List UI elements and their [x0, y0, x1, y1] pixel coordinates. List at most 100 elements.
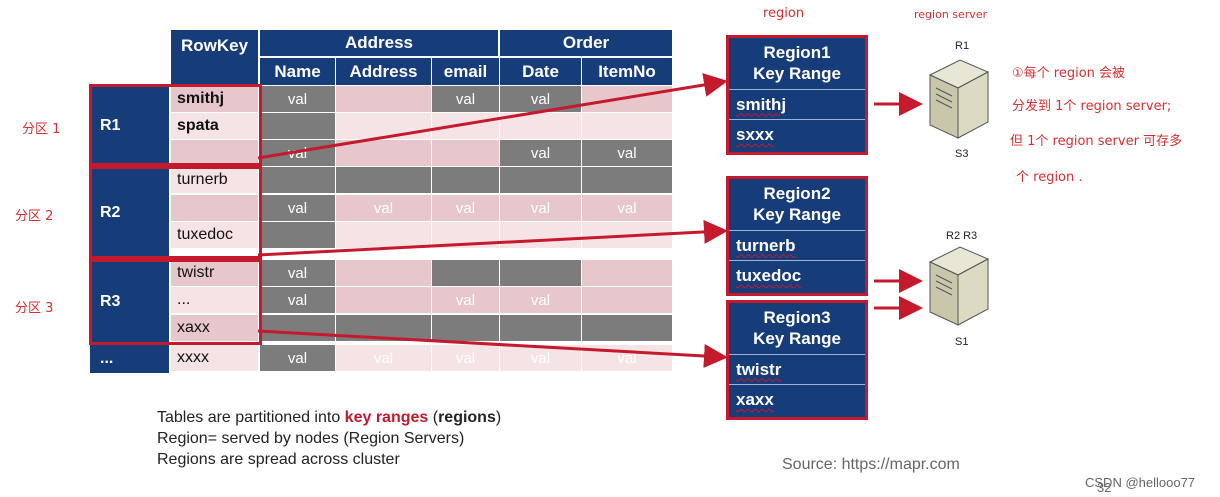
- table-cell: [582, 260, 672, 286]
- r3-highlight-box: [89, 259, 262, 345]
- table-cell: [260, 315, 335, 341]
- table-cell: val: [500, 195, 581, 221]
- csdn-watermark: CSDN @hellooo77: [1085, 475, 1196, 490]
- table-cell: val: [582, 140, 672, 166]
- region-label-r3: R3: [90, 260, 169, 344]
- caption-line-3: Regions are spread across cluster: [157, 451, 400, 468]
- page-number: 32: [1097, 480, 1112, 495]
- table-cell: [260, 167, 335, 193]
- table-cell: [432, 315, 499, 341]
- table-cell: [432, 113, 499, 139]
- region-label-r1: R1: [90, 86, 169, 166]
- table-cell: val: [260, 86, 335, 112]
- source-attribution: Source: https://mapr.com: [782, 456, 960, 473]
- server1-top-label: R1: [955, 40, 970, 52]
- note-line-2: 分发到 1个 region server;: [1012, 99, 1172, 114]
- table-cell: [336, 167, 431, 193]
- rowkey-cell: twistr: [171, 260, 258, 286]
- r2-highlight-box: [89, 166, 262, 259]
- arrow-r1-to-region1: [257, 73, 728, 160]
- column-header-0: Name: [260, 58, 335, 85]
- rowkey-cell: smithj: [171, 86, 258, 112]
- table-cell: [336, 140, 431, 166]
- r1-highlight-box: [89, 84, 262, 166]
- note-line-3: 但 1个 region server 可存多: [1010, 134, 1183, 149]
- table-cell: [500, 167, 581, 193]
- table-cell: val: [260, 287, 335, 313]
- rowkey-cell: ...: [171, 287, 258, 313]
- region-server-handwritten-label: region server: [914, 8, 988, 21]
- table-cell: [260, 222, 335, 248]
- region-handwritten-label: region: [763, 6, 805, 21]
- column-header-4: ItemNo: [582, 58, 672, 85]
- table-cell: val: [260, 195, 335, 221]
- table-cell: [432, 260, 499, 286]
- table-cell: val: [432, 86, 499, 112]
- table-cell: val: [336, 345, 431, 371]
- rowkey-cell: tuxedoc: [171, 222, 258, 248]
- table-cell: [500, 260, 581, 286]
- rowkey-cell: [171, 140, 258, 166]
- note-line-4: 个 region .: [1016, 170, 1083, 185]
- rowkey-cell: spata: [171, 113, 258, 139]
- table-cell: val: [260, 260, 335, 286]
- server-icon-1: [928, 59, 990, 139]
- table-cell: [500, 222, 581, 248]
- table-cell: [582, 113, 672, 139]
- column-header-3: Date: [500, 58, 581, 85]
- region2-end-key: tuxedoc: [736, 266, 802, 285]
- partition-label-1: 分区 1: [22, 122, 61, 137]
- rowkey-header: RowKey: [171, 30, 258, 85]
- table-cell: val: [336, 195, 431, 221]
- table-cell: val: [432, 195, 499, 221]
- arrow-r2-to-region2: [257, 219, 728, 257]
- partition-label-3: 分区 3: [15, 301, 54, 316]
- caption: Tables are partitioned into key ranges (…: [157, 407, 501, 470]
- rowkey-cell: [171, 195, 258, 221]
- caption-line-1: Tables are partitioned into key ranges (…: [157, 409, 502, 426]
- order-group-header: Order: [500, 30, 672, 56]
- region2-start-key: turnerb: [729, 231, 865, 261]
- region-label-more: ...: [90, 345, 169, 373]
- table-cell: [582, 287, 672, 313]
- table-cell: val: [432, 345, 499, 371]
- table-cell: [432, 140, 499, 166]
- table-cell: [500, 315, 581, 341]
- table-cell: [582, 167, 672, 193]
- rowkey-cell: turnerb: [171, 167, 258, 193]
- table-cell: val: [432, 287, 499, 313]
- server2-bottom-label: S1: [955, 336, 969, 348]
- table-cell: [336, 287, 431, 313]
- table-cell: val: [260, 345, 335, 371]
- address-group-header: Address: [260, 30, 498, 56]
- table-cell: [336, 222, 431, 248]
- server1-bottom-label: S3: [955, 148, 969, 160]
- arrow-r3-to-region3: [257, 329, 728, 368]
- column-header-2: email: [432, 58, 499, 85]
- table-cell: [336, 113, 431, 139]
- column-header-1: Address: [336, 58, 431, 85]
- table-cell: val: [500, 287, 581, 313]
- table-cell: [432, 167, 499, 193]
- note-line-1: ①每个 region 会被: [1012, 66, 1126, 81]
- server-icon-2: [928, 246, 990, 326]
- region3-end-key: xaxx: [736, 390, 774, 409]
- table-cell: [336, 86, 431, 112]
- table-cell: [336, 260, 431, 286]
- caption-line-2: Region= served by nodes (Region Servers): [157, 430, 465, 447]
- rowkey-cell: xaxx: [171, 315, 258, 341]
- region1-start-key: smithj: [729, 90, 865, 120]
- table-cell: val: [500, 140, 581, 166]
- table-cell: val: [582, 195, 672, 221]
- server2-top-label: R2 R3: [946, 230, 978, 242]
- table-cell: [260, 113, 335, 139]
- region-label-r2: R2: [90, 167, 169, 259]
- region1-end-key: sxxx: [736, 125, 774, 144]
- rowkey-cell: xxxx: [171, 345, 258, 371]
